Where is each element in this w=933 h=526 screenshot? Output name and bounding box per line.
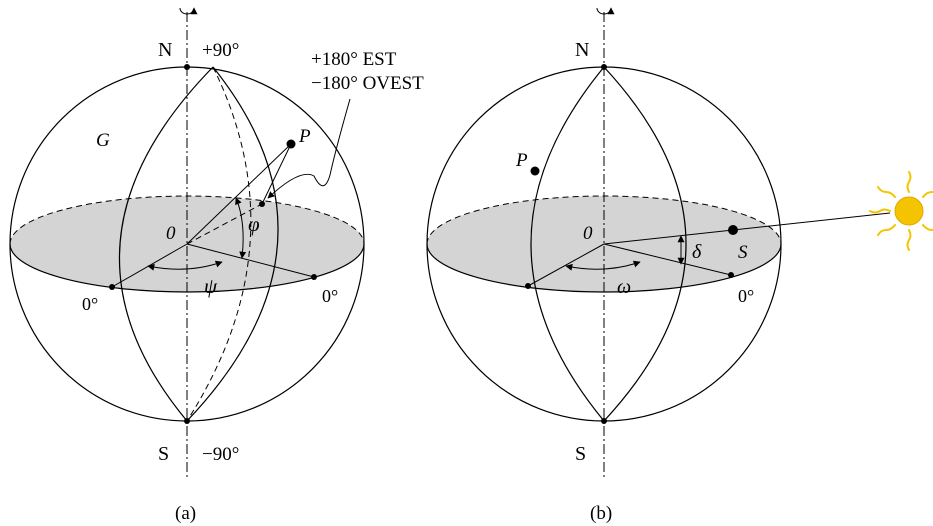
greenwich-label-a: G <box>96 130 110 151</box>
projection-p-a <box>261 143 292 205</box>
origin-label-a: 0 <box>166 223 176 244</box>
north-label-a: N <box>158 39 172 61</box>
zero-right-label-a: 0° <box>322 286 338 306</box>
caption-b: (b) <box>590 503 612 524</box>
omega-label-b: ω <box>617 276 631 298</box>
north-label-b: N <box>575 39 589 61</box>
meridian-greenwich-a <box>118 66 214 422</box>
meridian-right-b <box>603 66 687 422</box>
point-p-a <box>286 139 296 149</box>
zero-right-dot-a <box>311 274 317 280</box>
rotation-icon-b <box>596 7 615 15</box>
south-angle-a: −90° <box>202 444 239 465</box>
point-p-b <box>530 166 540 176</box>
zero-left-label-a: 0° <box>82 294 98 314</box>
delta-label-b: δ <box>692 241 702 263</box>
south-pole-dot-b <box>601 418 607 424</box>
psi-label-a: ψ <box>204 274 218 298</box>
origin-label-b: 0 <box>583 223 593 244</box>
north-angle-a: +90° <box>202 40 239 61</box>
point-p-label-a: P <box>298 126 311 147</box>
sun-ray-b <box>603 212 891 245</box>
radius-dashed-a <box>186 203 263 245</box>
south-pole-dot-a <box>184 418 190 424</box>
callout-arrow-a <box>267 98 351 199</box>
sun-icon <box>869 171 933 251</box>
point-p-label-b: P <box>515 150 528 171</box>
meridian-left-b <box>530 66 605 422</box>
south-label-b: S <box>575 443 586 465</box>
radius-to-p-a <box>186 143 292 245</box>
phi-arc-a <box>235 197 247 259</box>
caption-a: (a) <box>175 503 196 524</box>
zero-left-dot-b <box>525 283 531 289</box>
psi-arc-a <box>147 260 223 271</box>
zero-left-dot-a <box>109 284 115 290</box>
meridian-right-a <box>186 66 279 422</box>
point-s-label-b: S <box>738 242 748 263</box>
hidden-point-a <box>259 201 265 207</box>
east-note-a: +180° EST <box>311 49 397 70</box>
zero-right-label-b: 0° <box>738 286 754 306</box>
sphere-b <box>426 7 891 478</box>
north-pole-dot-b <box>601 64 607 70</box>
north-pole-dot-a <box>184 64 190 70</box>
omega-arc-b <box>565 260 641 271</box>
west-note-a: −180° OVEST <box>311 73 424 94</box>
rotation-icon-a <box>179 7 198 15</box>
radius-right-a <box>186 243 315 278</box>
sphere-a <box>9 7 365 478</box>
meridian-hidden-a <box>186 66 252 422</box>
zero-right-dot-b <box>728 272 734 278</box>
point-s-b <box>728 225 738 235</box>
phi-label-a: φ <box>248 212 260 236</box>
radius-right-b <box>603 243 732 276</box>
south-label-a: S <box>158 443 169 465</box>
